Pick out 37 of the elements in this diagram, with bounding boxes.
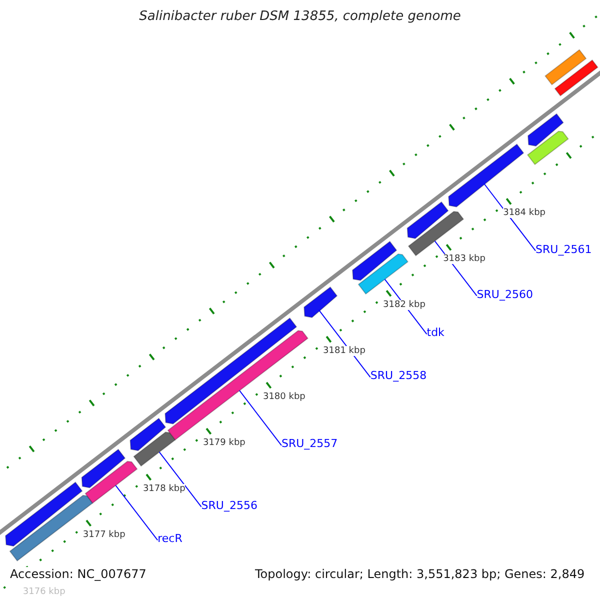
gene-bar <box>526 130 569 166</box>
gene-bar <box>358 254 409 295</box>
scale-label: 3181 kbp <box>323 346 366 356</box>
gene-label: SRU_2558 <box>370 369 427 384</box>
scale-label: 3176 kbp <box>22 586 66 596</box>
gene-bar <box>448 144 524 208</box>
gene-bar <box>84 460 138 504</box>
gene-bar <box>406 201 449 239</box>
gene-bar <box>544 49 587 86</box>
scale-label: 3183 kbp <box>443 254 486 264</box>
footer-text: Topology: circular; Length: 3,551,823 bp; Genes: 2,849 <box>255 567 585 581</box>
leader-line <box>318 309 371 378</box>
gene-bar <box>554 59 598 96</box>
gene-bar <box>527 113 564 147</box>
leader-line <box>115 484 158 541</box>
leader-line <box>483 182 536 252</box>
gene-bar <box>81 448 126 488</box>
gene-label: SRU_2561 <box>536 242 592 257</box>
gene-bar <box>304 286 338 318</box>
gene-bar <box>352 240 398 281</box>
gene-bar <box>133 432 176 467</box>
gene-label: recR <box>158 532 182 546</box>
gene-label: tdk <box>426 326 444 340</box>
scale-label: 3184 kbp <box>503 208 546 218</box>
scale-label: 3182 kbp <box>383 300 426 310</box>
scale-label: 3179 kbp <box>202 438 246 448</box>
scale-label: 3180 kbp <box>262 392 306 402</box>
scale-label: 3178 kbp <box>142 484 186 494</box>
leader-line <box>158 452 202 508</box>
gene-label: SRU_2560 <box>476 288 533 302</box>
footer-text: Accession: NC_007677 <box>10 567 146 581</box>
gene-bar <box>130 418 166 452</box>
gene-bar <box>5 482 83 547</box>
scale-label: 3177 kbp <box>82 530 126 540</box>
title: Salinibacter ruber DSM 13855, complete genome <box>138 9 462 24</box>
gene-label: SRU_2556 <box>201 498 258 513</box>
gene-label: SRU_2557 <box>281 437 338 452</box>
